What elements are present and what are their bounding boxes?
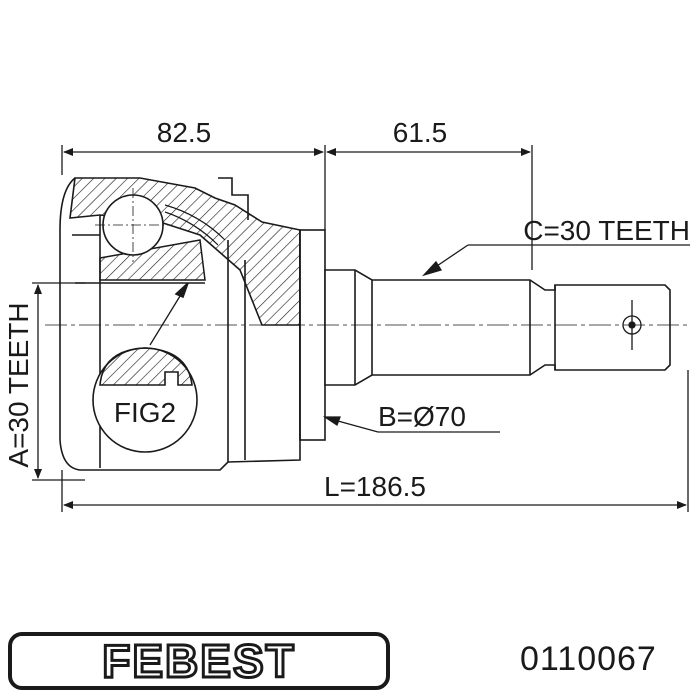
leader-spline-c [421,244,690,277]
dimension-label-top-left: 82.5 [157,117,212,148]
spline-c-label: C=30 TEETH [523,215,690,246]
brand-wordmark: FEBEST [102,635,295,687]
fig2-callout [92,282,198,453]
dimension-length [61,370,689,512]
dimension-top-right [326,145,533,270]
fig2-label: FIG2 [114,397,176,428]
dimension-spline-a [32,282,85,481]
part-number: 0110067 [520,640,657,678]
stub-shaft [324,269,671,386]
diameter-b-label: B=Ø70 [378,401,466,432]
dimension-label-length: L=186.5 [324,471,426,502]
dimension-label-spline-a: A=30 TEETH [3,302,34,467]
leader-diameter-b [322,416,500,433]
dimension-top-left [61,145,326,230]
dimension-label-top-right: 61.5 [393,117,448,148]
brand-logo: FEBEST [8,632,390,690]
inner-race [72,234,206,284]
cage [164,204,226,246]
